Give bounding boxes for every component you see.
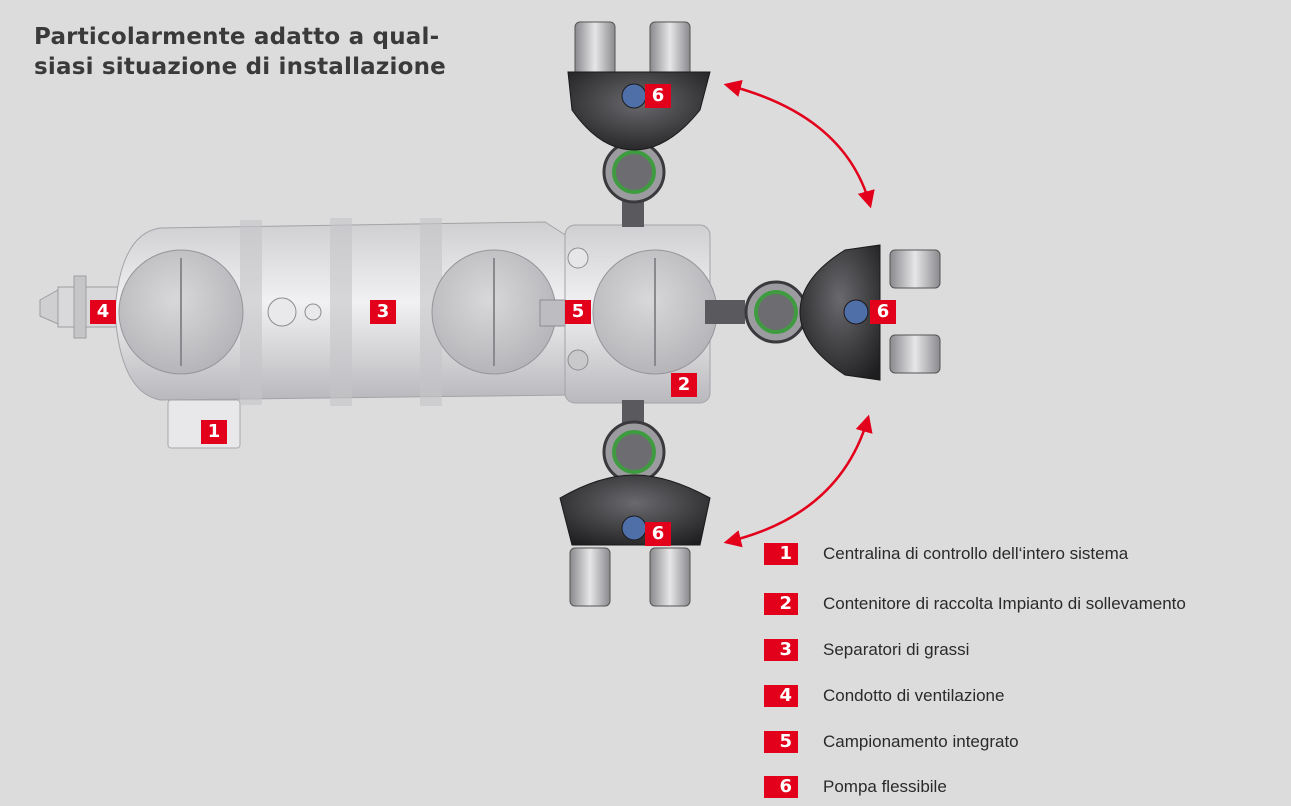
rotation-arrow-lower [723, 414, 873, 548]
legend-text: Centralina di controllo dell‘intero sist… [823, 544, 1129, 563]
callout-6-bottom-pump: 6 [645, 522, 671, 546]
legend-text: Pompa flessibile [823, 777, 947, 796]
legend-item: 5 Campionamento integrato [764, 731, 1289, 755]
legend-number: 3 [764, 639, 798, 661]
title-line-1: Particolarmente adatto a qual- [34, 24, 440, 50]
title-line-2: siasi situazione di installazione [34, 54, 446, 80]
legend-item: 6 Pompa flessibile [764, 776, 1289, 800]
page-title: Particolarmente adatto a qual- siasi sit… [34, 22, 514, 82]
legend-item: 2 Contenitore di raccolta Impianto di so… [764, 593, 1289, 617]
grease-separator-tank [114, 218, 718, 406]
legend-number: 4 [764, 685, 798, 707]
legend-text: Separatori di grassi [823, 640, 970, 659]
legend-item: 4 Condotto di ventilazione [764, 685, 1289, 709]
rotation-arrow-upper [723, 79, 875, 209]
pipe-connectors [602, 140, 808, 484]
callout-4: 4 [90, 300, 116, 324]
legend-number: 2 [764, 593, 798, 615]
pump-bottom [559, 474, 711, 607]
pump-top [567, 21, 711, 151]
legend-item: 1 Centralina di controllo dell‘intero si… [764, 543, 1289, 567]
legend-number: 1 [764, 543, 798, 565]
legend-number: 5 [764, 731, 798, 753]
legend-text: Contenitore di raccolta Impianto di soll… [823, 594, 1186, 613]
callout-3: 3 [370, 300, 396, 324]
callout-2: 2 [671, 373, 697, 397]
callout-6-top-pump: 6 [645, 84, 671, 108]
pump-right [799, 244, 941, 381]
callout-6-right-pump: 6 [870, 300, 896, 324]
callout-5: 5 [565, 300, 591, 324]
callout-1: 1 [201, 420, 227, 444]
legend-text: Campionamento integrato [823, 732, 1019, 751]
legend-number: 6 [764, 776, 798, 798]
legend-text: Condotto di ventilazione [823, 686, 1005, 705]
legend-item: 3 Separatori di grassi [764, 639, 1289, 663]
